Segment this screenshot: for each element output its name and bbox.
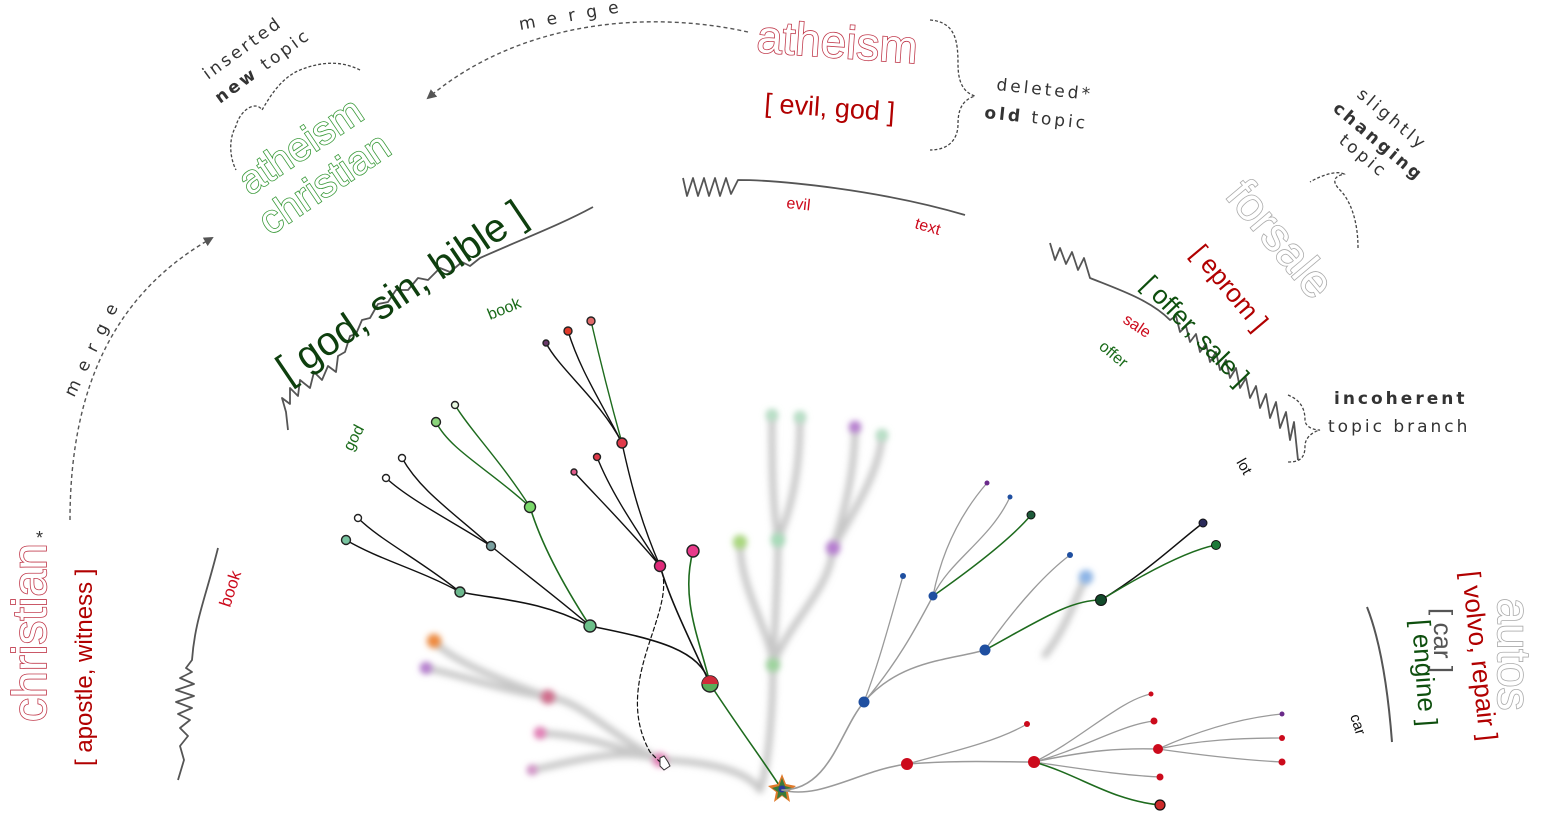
blurred-tree-branches <box>422 411 1090 794</box>
topic-christian-star: * <box>36 528 43 548</box>
topic-atheism-christian-keywords: [ god, sin, bible ] <box>268 192 534 391</box>
left-tree-branches <box>345 320 783 791</box>
topic-autos-name: autos <box>1488 598 1540 711</box>
topic-forsale-word-offer: offer <box>1095 338 1131 372</box>
annotation-merge-left: m e r g e <box>61 298 125 400</box>
topic-forsale: forsale [ eprom ] [ offer, sale ] sale o… <box>1095 168 1345 479</box>
topic-autos: autos [ volvo, repair ] [ car ] [ engine… <box>1346 569 1541 742</box>
topic-forsale-word-lot: lot <box>1233 456 1256 479</box>
left-tree-nodes <box>340 316 719 693</box>
topic-atheism-christian: atheism christian [ god, sin, bible ] bo… <box>230 88 535 454</box>
topic-atheism-word-evil: evil <box>786 195 812 214</box>
annotation-incoherent-line2: topic branch <box>1328 417 1470 437</box>
merge-arrow-left <box>69 237 214 521</box>
right-tree-nodes <box>858 480 1286 811</box>
topic-christian: christian * [ apostle, witness ] book <box>3 528 246 766</box>
annotation-merge-top: m e r g e <box>517 0 623 35</box>
annotation-slightly-changing-topic: slightly changing topic <box>1329 85 1431 186</box>
merge-arrow-top <box>426 21 749 100</box>
topic-christian-word-book: book <box>216 568 246 609</box>
topic-christian-keywords: [ apostle, witness ] <box>71 569 98 766</box>
annotation-braces <box>230 19 1359 463</box>
annotation-deleted-rest: topic <box>1030 108 1089 134</box>
topic-atheism-keywords: [ evil, god ] <box>764 88 896 127</box>
topic-autos-word-car: car <box>1346 712 1369 737</box>
topic-forsale-word-sale: sale <box>1120 311 1154 342</box>
topic-autos-kept-keywords: [ car ] <box>1428 608 1458 673</box>
topic-autos-added-keywords: [ engine ] <box>1406 618 1443 727</box>
topic-atheism-christian-word-book: book <box>485 295 524 324</box>
coherence-lines <box>175 177 1393 781</box>
topic-atheism-name: atheism <box>755 10 919 73</box>
topic-atheism: atheism [ evil, god ] evil text <box>755 9 943 240</box>
topic-atheism-christian-word-god: god <box>341 422 369 454</box>
annotation-incoherent-line1: incoherent <box>1334 389 1467 409</box>
annotation-deleted-line1: deleted* <box>995 75 1093 105</box>
annotation-incoherent-topic-branch: incoherent topic branch <box>1328 389 1470 437</box>
svg-text:old topic: old topic <box>983 103 1089 134</box>
topic-christian-name: christian <box>4 543 57 722</box>
annotation-inserted-new-topic: inserted new topic <box>199 13 315 108</box>
annotation-deleted-bold: old <box>983 103 1024 127</box>
topic-atheism-word-text: text <box>913 216 943 240</box>
tree-root-node <box>768 774 796 802</box>
cursor-hand-icon <box>659 755 671 771</box>
right-tree-branches <box>781 482 1283 806</box>
blurred-tree-nodes <box>420 409 1093 775</box>
annotation-deleted-old-topic: deleted* old topic <box>983 75 1093 134</box>
merge-arrows <box>69 21 749 521</box>
